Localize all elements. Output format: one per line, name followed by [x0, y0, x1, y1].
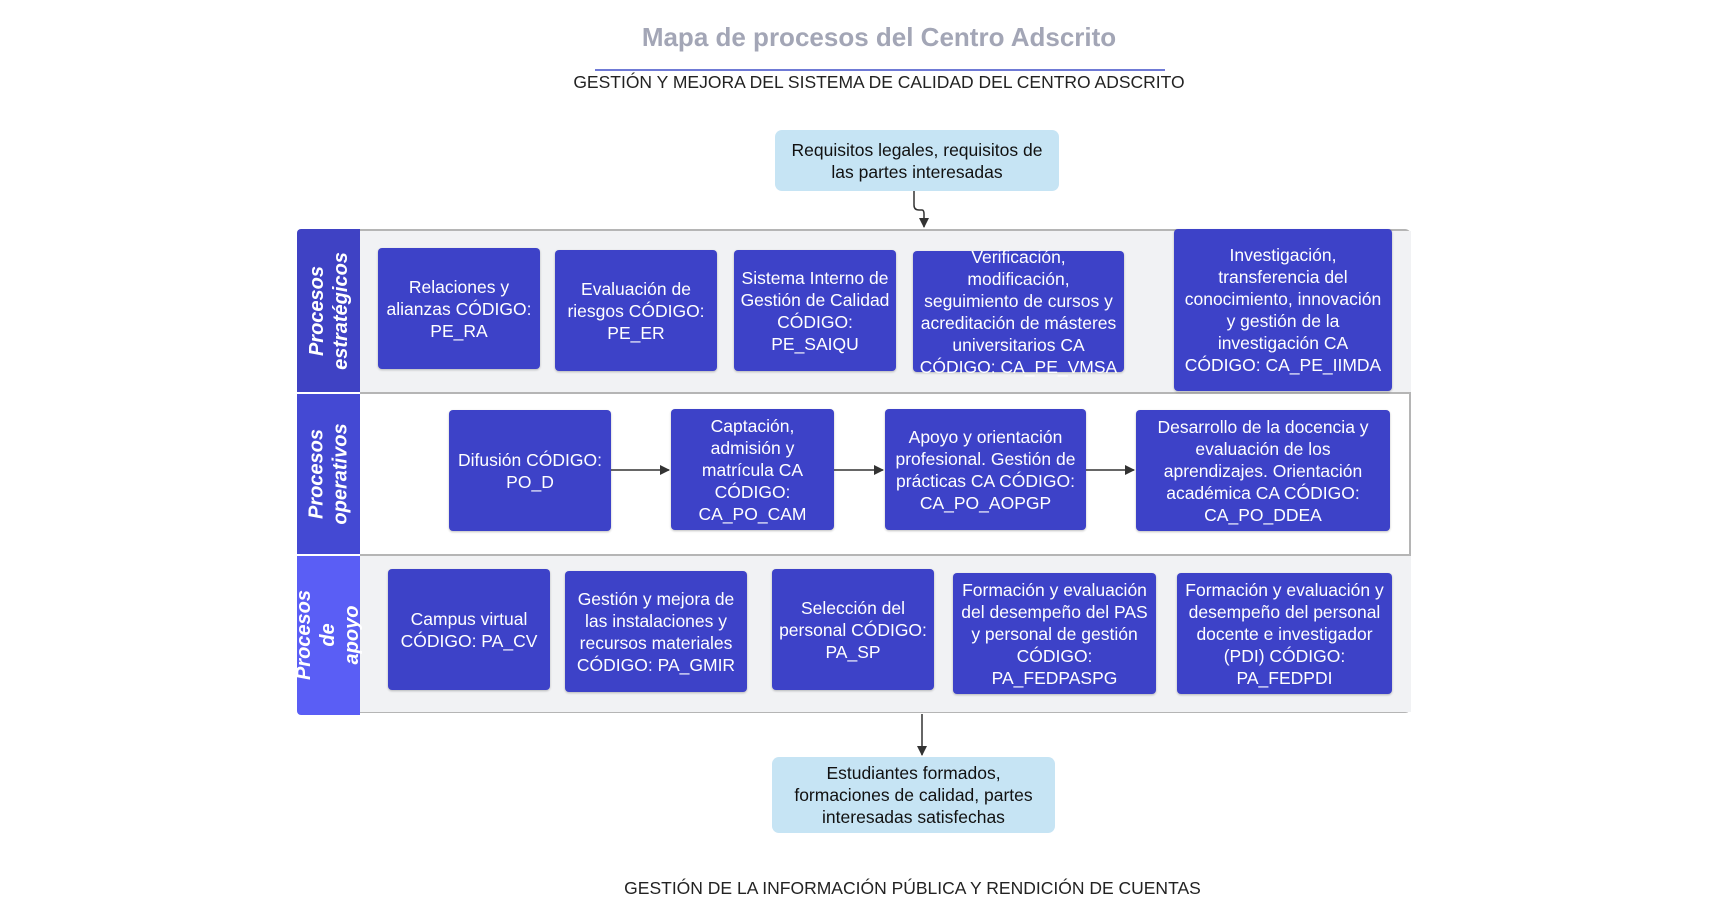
process-ca-po-aopgp: Apoyo y orientación profesional. Gestión…: [885, 409, 1086, 530]
process-po-d: Difusión CÓDIGO: PO_D: [449, 410, 611, 531]
process-pa-fedpdi: Formación y evaluación y desempeño del p…: [1177, 573, 1392, 694]
process-ca-pe-iimda: Investigación, transferencia del conocim…: [1174, 229, 1392, 391]
lane-header-strategic: Procesos estratégicos: [297, 229, 360, 393]
diagram-subtitle: GESTIÓN Y MEJORA DEL SISTEMA DE CALIDAD …: [573, 72, 1185, 92]
lane-separator: [297, 554, 1411, 556]
output-results-box: Estudiantes formados, formaciones de cal…: [772, 757, 1055, 833]
lane-separator: [297, 392, 1411, 394]
lane-header-separator: [297, 554, 360, 556]
process-ca-po-cam: Captación, admisión y matrícula CA CÓDIG…: [671, 409, 834, 530]
process-pa-fedpaspg: Formación y evaluación del desempeño del…: [953, 573, 1156, 694]
process-ca-pe-vmsa: Verificación, modificación, seguimiento …: [913, 247, 1124, 377]
input-requirements-box: Requisitos legales, requisitos de las pa…: [775, 130, 1059, 191]
process-pe-er: Evaluación de riesgos CÓDIGO: PE_ER: [555, 250, 717, 371]
lane-header-separator: [297, 392, 360, 394]
process-pe-saiqu: Sistema Interno de Gestión de Calidad CÓ…: [734, 250, 896, 371]
title-underline: [595, 69, 1165, 71]
process-pa-cv: Campus virtual CÓDIGO: PA_CV: [388, 569, 550, 690]
lane-header-operative: Procesos operativos: [297, 393, 360, 555]
lane-header-support: Procesos de apoyo: [294, 555, 364, 715]
process-pa-sp: Selección del personal CÓDIGO: PA_SP: [772, 569, 934, 690]
process-ca-po-ddea: Desarrollo de la docencia y evaluación d…: [1136, 410, 1390, 531]
process-pe-ra: Relaciones y alianzas CÓDIGO: PE_RA: [378, 248, 540, 369]
diagram-title: Mapa de procesos del Centro Adscrito: [641, 22, 1117, 52]
diagram-footer: GESTIÓN DE LA INFORMACIÓN PÚBLICA Y REND…: [624, 878, 1201, 898]
arrow-input-to-lanes: [913, 191, 929, 228]
process-pa-gmir: Gestión y mejora de las instalaciones y …: [565, 571, 747, 692]
